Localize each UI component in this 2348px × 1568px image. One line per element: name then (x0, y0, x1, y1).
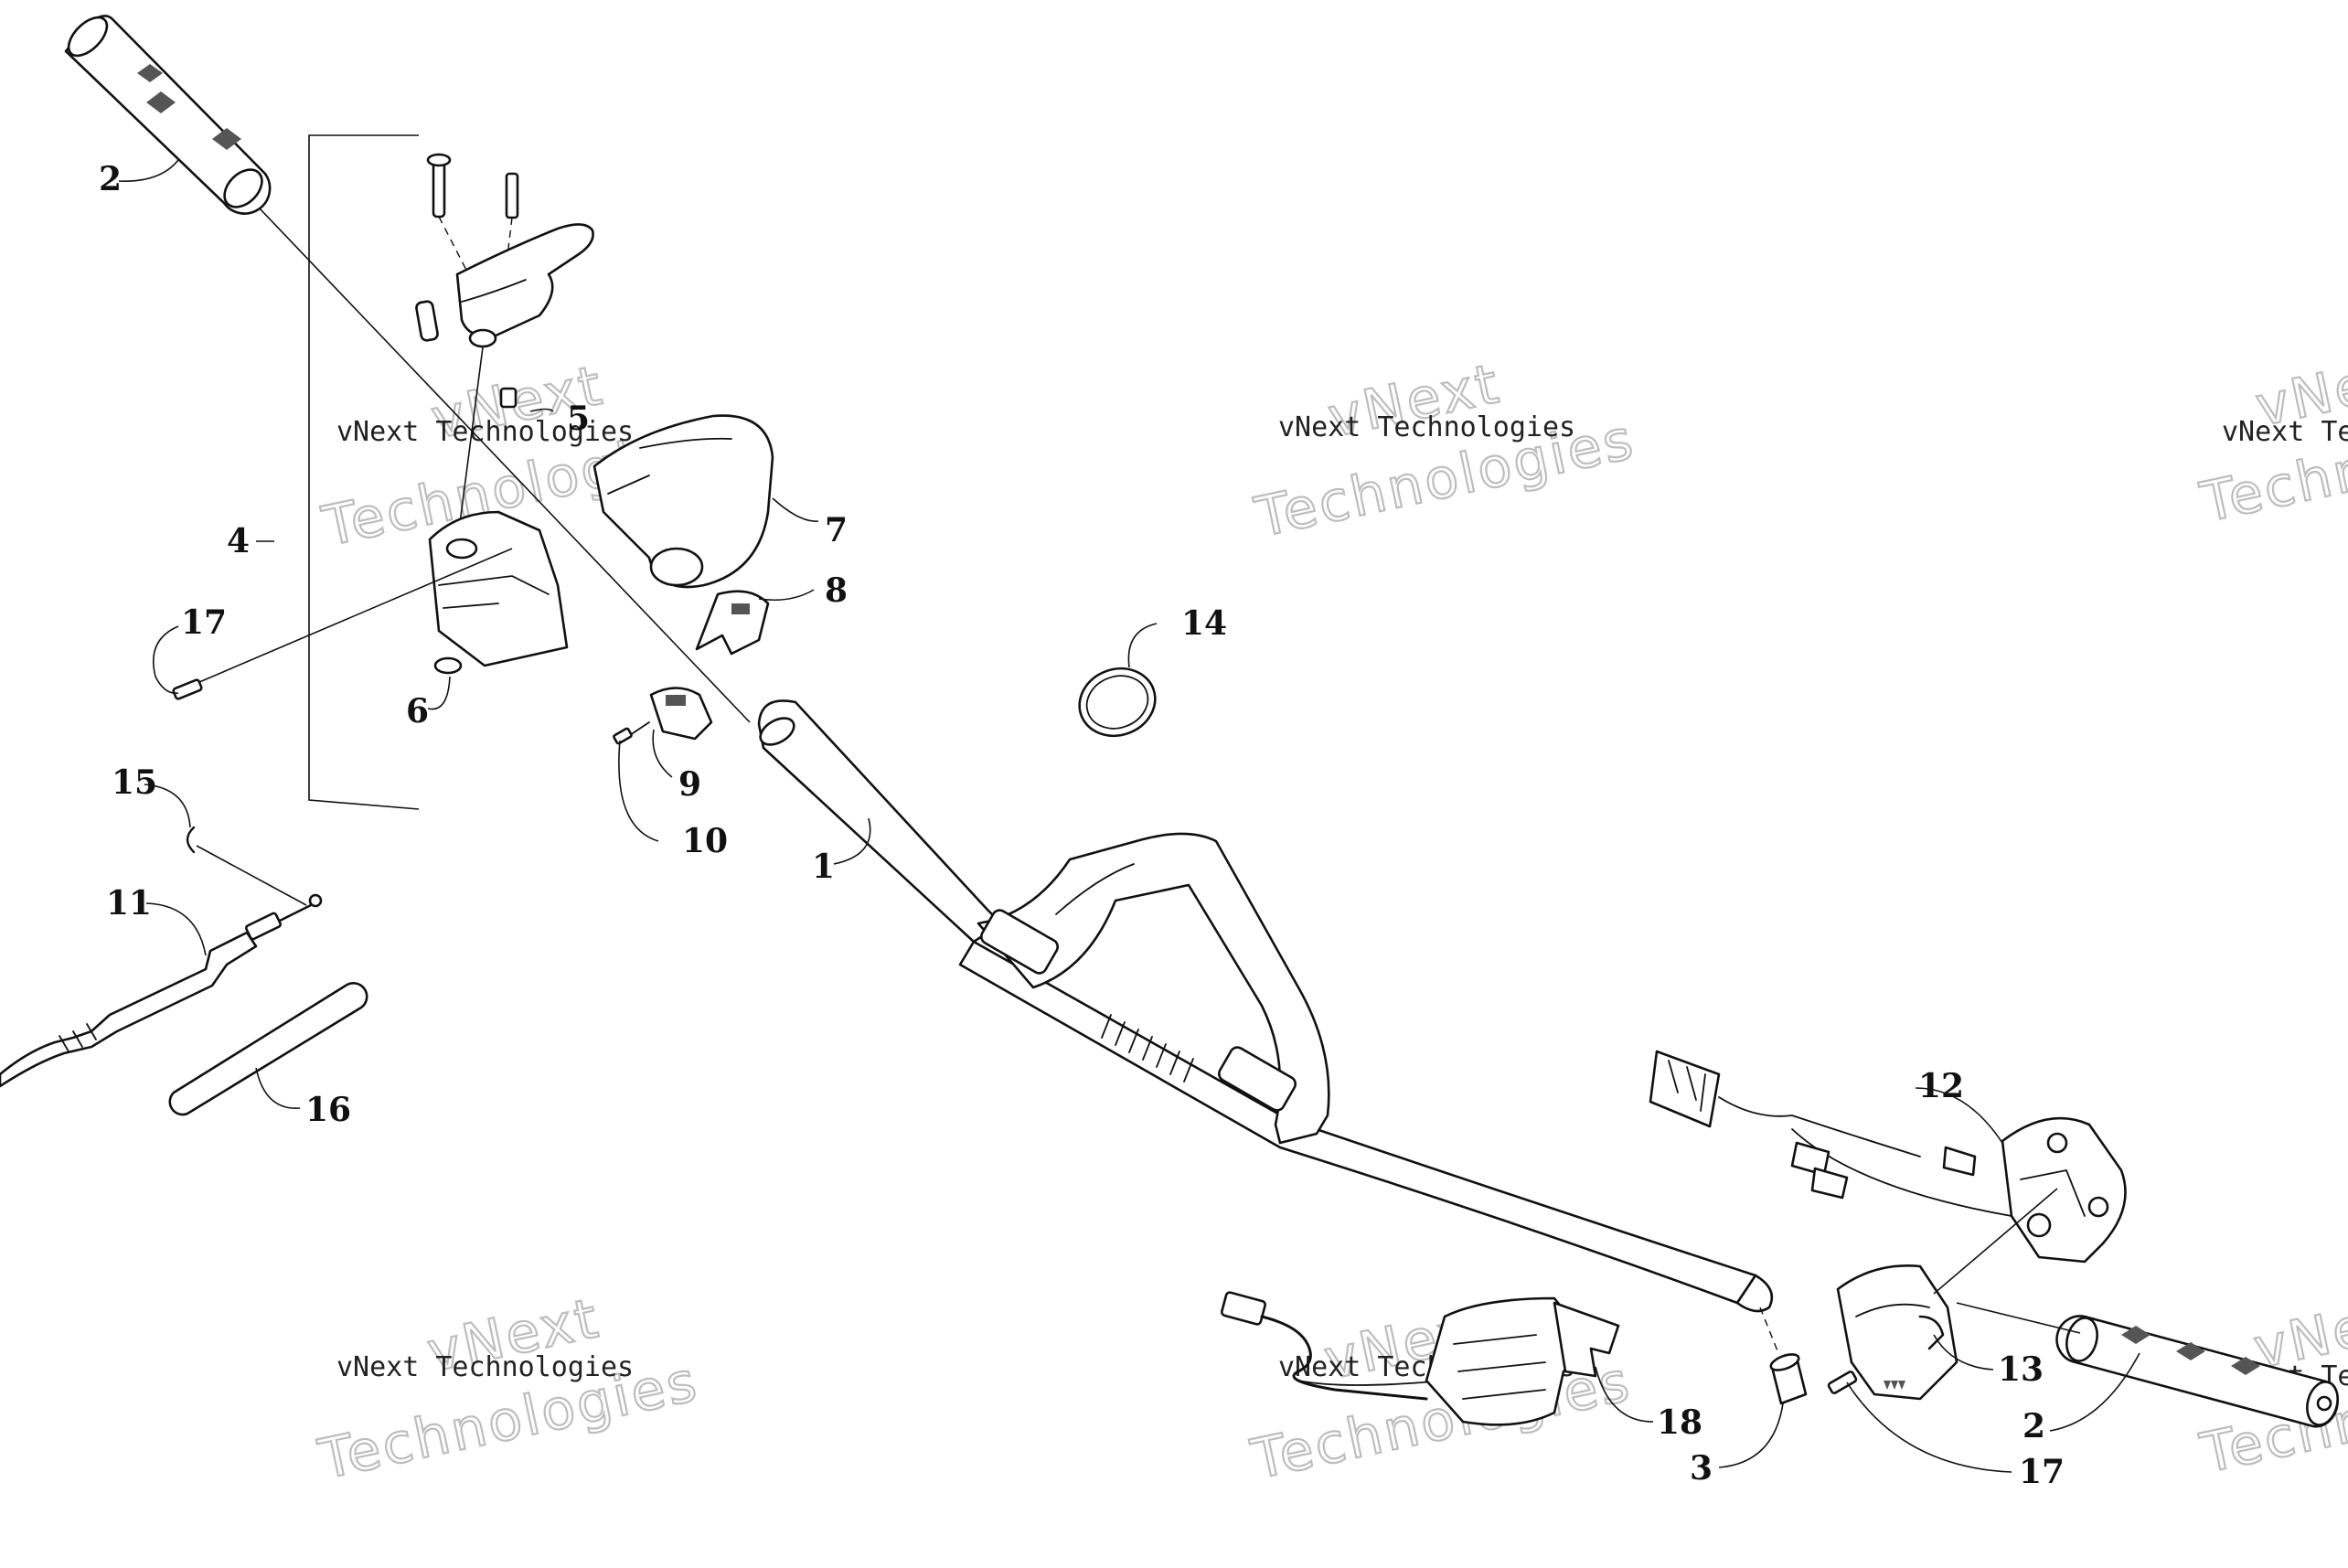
sleeve-rod (168, 982, 368, 1116)
leader-13 (1933, 1334, 1994, 1371)
leader-6 (427, 676, 451, 710)
callout-6: 6 (406, 692, 429, 731)
leader-7 (772, 497, 819, 522)
callout-11: 11 (106, 884, 152, 923)
callout-18: 18 (1657, 1403, 1702, 1442)
leader-10 (618, 740, 659, 842)
callout-16: 16 (305, 1091, 351, 1129)
handlebar (757, 699, 1774, 1313)
hand-grip-right (1956, 1302, 2339, 1428)
leader-3 (1718, 1403, 1784, 1468)
assembly-bracket (308, 134, 420, 810)
leader-2a (118, 159, 179, 182)
hand-grip-left (64, 15, 272, 215)
leader-8 (758, 589, 815, 602)
throttle-lever (415, 153, 594, 545)
alignment-line (239, 187, 751, 723)
clip (695, 590, 770, 656)
callout-14: 14 (1181, 604, 1227, 643)
ring-clip (1078, 667, 1157, 738)
switch-housing-right (1649, 1050, 2127, 1264)
leader-18 (1595, 1366, 1654, 1423)
throttle-cable (0, 826, 323, 1088)
grip-heater-harness (1220, 1291, 1620, 1426)
callout-12: 12 (1918, 1067, 1964, 1105)
callout-17: 17 (2019, 1453, 2065, 1491)
throttle-housing (172, 510, 569, 700)
callout-1: 1 (812, 848, 835, 886)
leader-1 (833, 817, 871, 865)
watermark-label: vNext Technologies (1278, 411, 1575, 443)
callout-13: 13 (1998, 1350, 2044, 1389)
callout-15: 15 (112, 763, 157, 802)
leader-16 (255, 1067, 301, 1109)
leader-2b (2049, 1352, 2140, 1432)
bar-end-plug (1759, 1307, 1808, 1405)
throttle-cover (592, 414, 774, 589)
callout-3: 3 (1690, 1449, 1713, 1488)
leader-17b (1846, 1381, 2012, 1473)
kill-switch (613, 687, 713, 745)
leader-5 (529, 408, 554, 412)
watermark-label: vNext Technologies (336, 1351, 634, 1383)
callout-4: 4 (227, 522, 250, 560)
leader-14 (1127, 623, 1158, 668)
callout-17: 17 (181, 603, 227, 642)
leader-12 (1915, 1087, 2003, 1144)
knurled-section (1101, 1014, 1194, 1083)
leader-9 (652, 729, 673, 778)
leader-15 (144, 784, 191, 828)
watermark-label: vNext Technologies (2222, 416, 2348, 448)
callout-7: 7 (825, 511, 848, 549)
callout-5: 5 (567, 400, 590, 438)
callout-2: 2 (2022, 1407, 2045, 1445)
callout-8: 8 (825, 571, 848, 610)
leader-11 (145, 902, 207, 956)
watermark-label: vNext Technologies (336, 416, 634, 448)
leader-17a (152, 625, 179, 694)
callout-10: 10 (682, 822, 728, 860)
callout-9: 9 (678, 765, 701, 804)
callout-2: 2 (99, 160, 122, 198)
